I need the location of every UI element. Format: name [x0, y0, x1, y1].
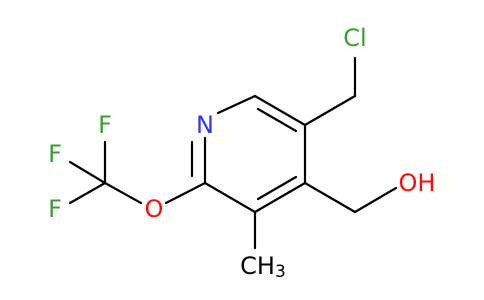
bond-c5-c6: [253, 94, 307, 127]
bond-c5-ch2cl: [303, 94, 357, 127]
bond-ch2-oh: [353, 186, 398, 214]
bond-c6-n: [216, 94, 257, 115]
bond-c3-c4-inner: [256, 175, 298, 201]
fluorine-label-top: F: [98, 111, 112, 139]
chlorine-label: Cl: [343, 24, 366, 52]
fluorine-label-bottom: F: [48, 195, 62, 223]
hydroxyl-label: OH: [399, 169, 436, 197]
bond-cf3-f2: [68, 160, 107, 185]
bond-c3-c4: [253, 181, 307, 214]
methyl-label: CH3: [240, 252, 286, 282]
ether-oxygen-label: O: [145, 195, 164, 223]
bond-cf3-f3: [68, 181, 107, 205]
bond-c2-c3: [203, 181, 257, 214]
bond-o-cf3: [103, 181, 143, 205]
methyl-subscript: 3: [275, 262, 286, 282]
nitrogen-label: N: [196, 111, 214, 139]
fluorine-label-left: F: [48, 140, 62, 168]
bond-c5-c6-inner: [256, 107, 298, 133]
methyl-ch: CH: [240, 252, 275, 280]
bond-c2-o: [164, 181, 207, 205]
bond-c4-ch2oh: [303, 181, 357, 214]
